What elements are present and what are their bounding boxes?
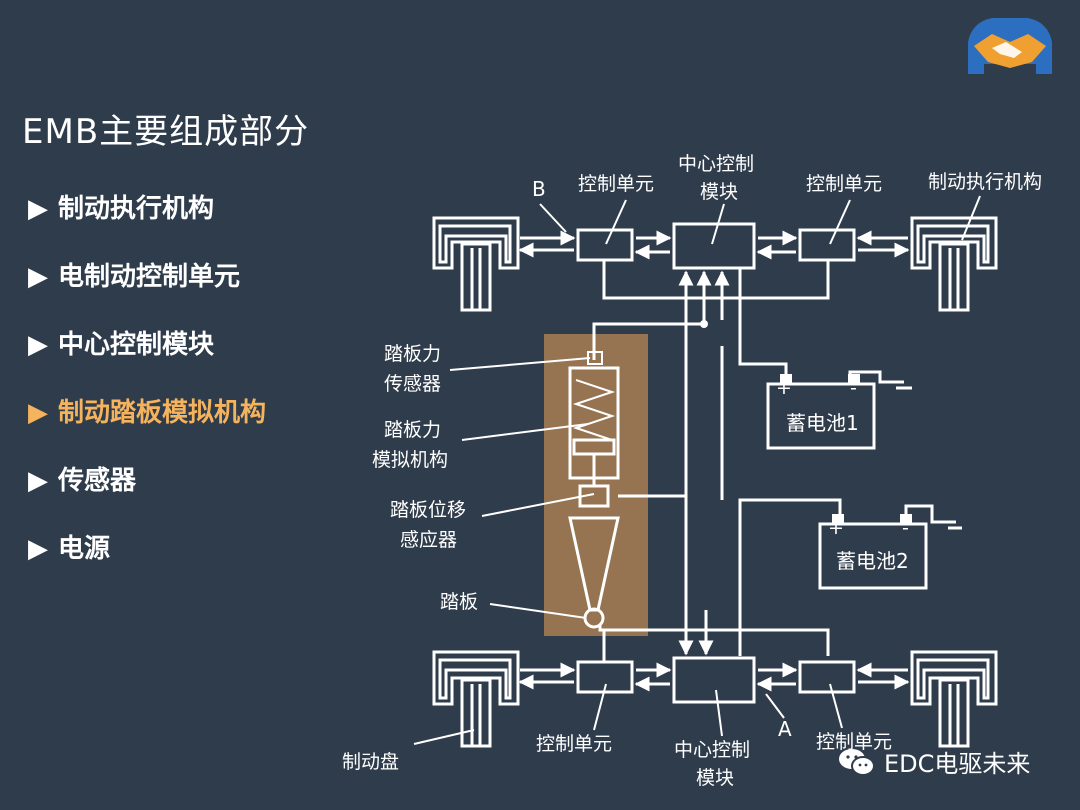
label-pedal-position-sensor-line1: 踏板位移 xyxy=(390,499,466,521)
battery-1-plus: + xyxy=(776,377,792,399)
triangle-arrow-icon: ▶ xyxy=(28,262,48,292)
list-item-pedal-simulator: ▶制动踏板模拟机构 xyxy=(28,398,267,428)
slide-title: EMB主要组成部分 xyxy=(22,112,310,152)
central-module-top xyxy=(672,222,756,270)
watermark: EDC电驱未来 xyxy=(838,744,1030,779)
triangle-arrow-icon: ▶ xyxy=(28,466,48,496)
central-module-bottom xyxy=(672,656,756,704)
label-actuator: 制动执行机构 xyxy=(928,171,1042,193)
label-bottom-central-module-line1: 中心控制 xyxy=(674,739,750,761)
list-item-power: ▶电源 xyxy=(28,534,111,564)
control-unit-bottom-right xyxy=(798,660,856,694)
brake-caliper-top-right xyxy=(910,216,998,312)
label-top-control-unit-left: 控制单元 xyxy=(578,173,654,195)
label-bottom-control-unit-right: 控制单元 xyxy=(816,731,892,753)
triangle-arrow-icon: ▶ xyxy=(28,534,48,564)
label-battery-1: 蓄电池1 xyxy=(786,411,859,435)
label-top-central-module-line2: 模块 xyxy=(700,181,738,203)
list-item-center-module: ▶中心控制模块 xyxy=(28,330,215,360)
brake-caliper-bottom-left xyxy=(432,650,520,748)
control-unit-top-left xyxy=(576,228,634,262)
marker-a: A xyxy=(778,717,792,741)
control-unit-top-right xyxy=(798,228,856,262)
triangle-arrow-icon: ▶ xyxy=(28,398,48,428)
triangle-arrow-icon: ▶ xyxy=(28,194,48,224)
label-pedal-simulator-line2: 模拟机构 xyxy=(372,449,448,471)
label-top-central-module-line1: 中心控制 xyxy=(678,153,754,175)
pedal-simulator-mechanism xyxy=(568,351,620,629)
label-bottom-control-unit-left: 控制单元 xyxy=(536,733,612,755)
watermark-text: EDC电驱未来 xyxy=(884,750,1031,778)
label-pedal-force-sensor-line1: 踏板力 xyxy=(384,343,441,365)
leader-lines xyxy=(413,195,981,745)
triangle-arrow-icon: ▶ xyxy=(28,330,48,360)
list-item-sensor: ▶传感器 xyxy=(28,466,137,496)
handshake-logo-icon xyxy=(968,18,1052,74)
battery-1 xyxy=(766,374,876,450)
battery-2 xyxy=(818,514,928,590)
label-pedal-position-sensor-line2: 感应器 xyxy=(400,529,457,551)
label-battery-2: 蓄电池2 xyxy=(836,549,909,573)
brake-caliper-top-left xyxy=(432,216,520,312)
label-pedal-simulator-line1: 踏板力 xyxy=(384,419,441,441)
list-item-control-unit: ▶电制动控制单元 xyxy=(28,262,241,292)
battery-1-minus: - xyxy=(850,377,857,399)
label-pedal-force-sensor-line2: 传感器 xyxy=(384,373,441,395)
label-top-control-unit-right: 控制单元 xyxy=(806,173,882,195)
brake-caliper-bottom-right xyxy=(910,650,998,748)
label-pedal: 踏板 xyxy=(440,591,478,613)
wechat-icon xyxy=(839,748,875,776)
marker-b: B xyxy=(532,177,546,201)
label-bottom-central-module-line2: 模块 xyxy=(696,767,734,789)
battery-2-plus: + xyxy=(828,517,844,539)
list-item-actuator: ▶制动执行机构 xyxy=(28,194,215,224)
battery-2-minus: - xyxy=(902,517,909,539)
label-brake-disc: 制动盘 xyxy=(342,751,399,773)
